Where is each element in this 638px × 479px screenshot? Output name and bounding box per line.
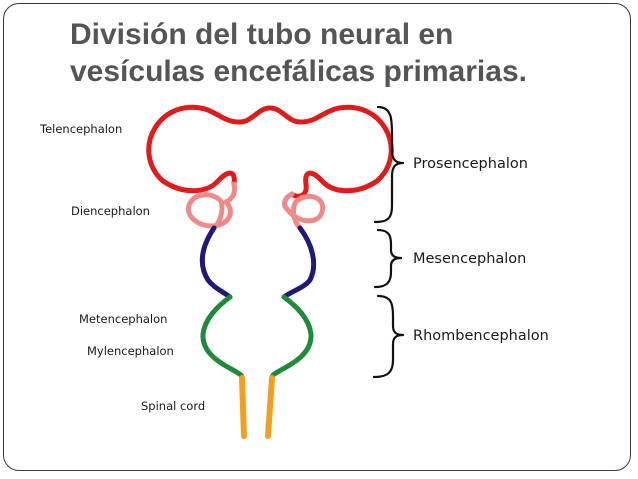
prosencephalon-brace [373, 105, 405, 224]
telencephalon-wall [146, 104, 394, 199]
telencephalon-label: Telencephalon [39, 122, 122, 136]
metencephalon-label: Metencephalon [79, 312, 167, 326]
title-line-1: División del tubo neural en [70, 18, 454, 51]
mesencephalon-right-wall [281, 225, 317, 300]
rhombencephalon-right-wall [269, 294, 314, 381]
spinal-cord-label: Spinal cord [141, 399, 205, 413]
mesencephalon-label: Mesencephalon [413, 251, 526, 267]
mesencephalon-left-wall [199, 225, 233, 300]
rhombencephalon-left-wall [200, 294, 245, 381]
mesencephalon-brace [373, 228, 403, 289]
spinal-cord-right-wall [265, 375, 275, 439]
diencephalon-right-loop [282, 191, 326, 231]
spinal-cord-left-wall [239, 375, 247, 439]
mylencephalon-label: Mylencephalon [87, 344, 174, 358]
rhombencephalon-label: Rhombencephalon [413, 328, 549, 344]
prosencephalon-label: Prosencephalon [413, 156, 528, 172]
diencephalon-left-loop [186, 181, 237, 231]
slide-title: División del tubo neural en vesículas en… [70, 16, 610, 90]
slide-frame [3, 3, 631, 471]
rhombencephalon-brace [372, 294, 405, 379]
title-line-2: vesículas encefálicas primarias. [70, 55, 527, 88]
diencephalon-label: Diencephalon [71, 204, 150, 218]
